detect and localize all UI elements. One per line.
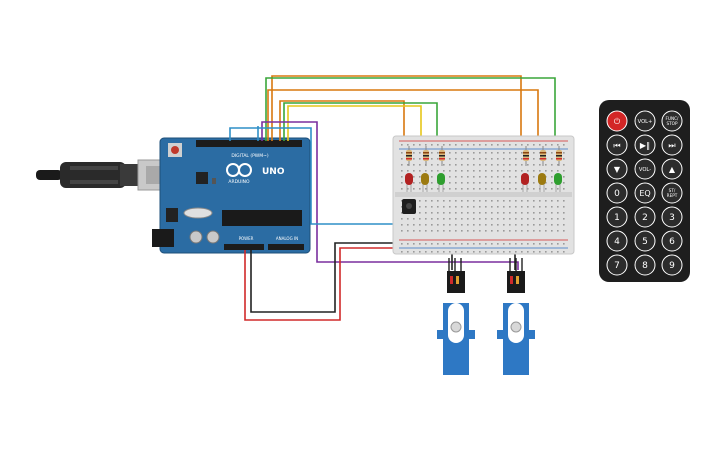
remote-button-5[interactable]: 5 [634, 230, 656, 252]
led-4 [521, 173, 529, 192]
remote-button-func-stop[interactable]: FUNC/STOP [661, 110, 683, 132]
remote-button-9[interactable]: 9 [661, 254, 683, 276]
reset-button-cap[interactable] [171, 146, 179, 154]
resistors [406, 146, 562, 166]
remote-button-label: 5 [642, 237, 648, 247]
remote-button-label: 8 [642, 261, 648, 271]
resistor-2 [423, 146, 429, 166]
servo-motor-1[interactable] [437, 258, 475, 375]
remote-button-label: 6 [669, 237, 675, 247]
servo-motor-2[interactable] [497, 258, 535, 375]
remote-button-3[interactable]: 3 [661, 206, 683, 228]
wire-green-1 [265, 77, 556, 160]
led-6 [554, 173, 562, 192]
remote-button-label: EQ [639, 189, 650, 198]
resistor-6 [556, 146, 562, 166]
wire-orange-3 [267, 89, 539, 160]
remote-button-label: 1 [614, 213, 620, 223]
remote-button-label: VOL+ [638, 119, 653, 125]
digital-header [196, 140, 302, 147]
remote-button-label: 9 [669, 261, 675, 271]
leds [405, 173, 562, 192]
led-3 [437, 173, 445, 192]
remote-button-prev[interactable]: ⏮ [606, 134, 628, 156]
power-jack[interactable] [152, 229, 174, 247]
remote-button-label: STOP [666, 121, 678, 126]
remote-button-7[interactable]: 7 [606, 254, 628, 276]
breadboard[interactable] [392, 135, 575, 255]
arduino-brand: ARDUINO [228, 179, 250, 185]
remote-button-down[interactable]: ▼ [606, 158, 628, 180]
remote-button-next[interactable]: ⏭ [661, 134, 683, 156]
resistor-1 [406, 146, 412, 166]
ir-receiver[interactable] [402, 199, 416, 214]
wire-purple [261, 121, 519, 270]
remote-button-label: ⏻ [614, 117, 621, 126]
remote-button-label: ⏭ [668, 141, 675, 150]
usb-cable [36, 159, 177, 191]
wire-orange-1 [271, 75, 522, 160]
remote-button-label: ST/ [669, 188, 676, 193]
remote-button-play-pause[interactable]: ▶‖ [634, 134, 656, 156]
microcontroller-chip [222, 210, 302, 226]
remote-button-label: 4 [614, 237, 620, 247]
resistor-3 [439, 146, 445, 166]
wire-yellow-1 [287, 105, 422, 158]
ir-remote: ⏻ VOL+ FUNC/STOP ⏮ ▶‖ ⏭ ▼ VOL- ▲ 0 EQ ST/REPT 1 2 3 4 5 6… [599, 100, 690, 282]
led-1 [405, 173, 413, 192]
remote-button-label: ▶‖ [640, 141, 650, 150]
remote-button-eq[interactable]: EQ [634, 182, 656, 204]
remote-button-1[interactable]: 1 [606, 206, 628, 228]
remote-button-label: REPT [667, 193, 678, 198]
resistor-5 [540, 146, 546, 166]
remote-button-0[interactable]: 0 [606, 182, 628, 204]
led-5 [538, 173, 546, 192]
remote-button-label: VOL- [639, 167, 651, 173]
arduino-logo: ARDUINO [226, 163, 252, 185]
remote-button-label: 7 [614, 261, 620, 271]
remote-button-8[interactable]: 8 [634, 254, 656, 276]
remote-button-vol-down[interactable]: VOL- [634, 158, 656, 180]
arduino-model: UNO [262, 167, 285, 177]
remote-button-label: 3 [669, 213, 675, 223]
remote-button-label: ⏮ [613, 141, 620, 150]
analog-header-label: ANALOG IN [276, 236, 298, 241]
digital-header-label: DIGITAL (PWM~) [231, 153, 269, 159]
remote-button-label: ▲ [669, 165, 676, 174]
remote-button-label: ▼ [614, 165, 621, 174]
remote-button-vol-up[interactable]: VOL+ [634, 110, 656, 132]
arduino-uno-board[interactable]: DIGITAL (PWM~) ARDUINO UNO POWER ANALOG … [152, 137, 311, 254]
resistor-4 [523, 146, 529, 166]
remote-button-up[interactable]: ▲ [661, 158, 683, 180]
remote-button-2[interactable]: 2 [634, 206, 656, 228]
remote-button-6[interactable]: 6 [661, 230, 683, 252]
power-header-label: POWER [239, 236, 254, 241]
wire-orange-2 [279, 100, 405, 158]
remote-button-label: 2 [642, 213, 648, 223]
remote-button-4[interactable]: 4 [606, 230, 628, 252]
led-2 [421, 173, 429, 192]
remote-button-st-rept[interactable]: ST/REPT [661, 182, 683, 204]
remote-button-label: FUNC/ [666, 116, 680, 121]
remote-button-label: 0 [614, 189, 620, 199]
remote-button-power[interactable]: ⏻ [606, 110, 628, 132]
